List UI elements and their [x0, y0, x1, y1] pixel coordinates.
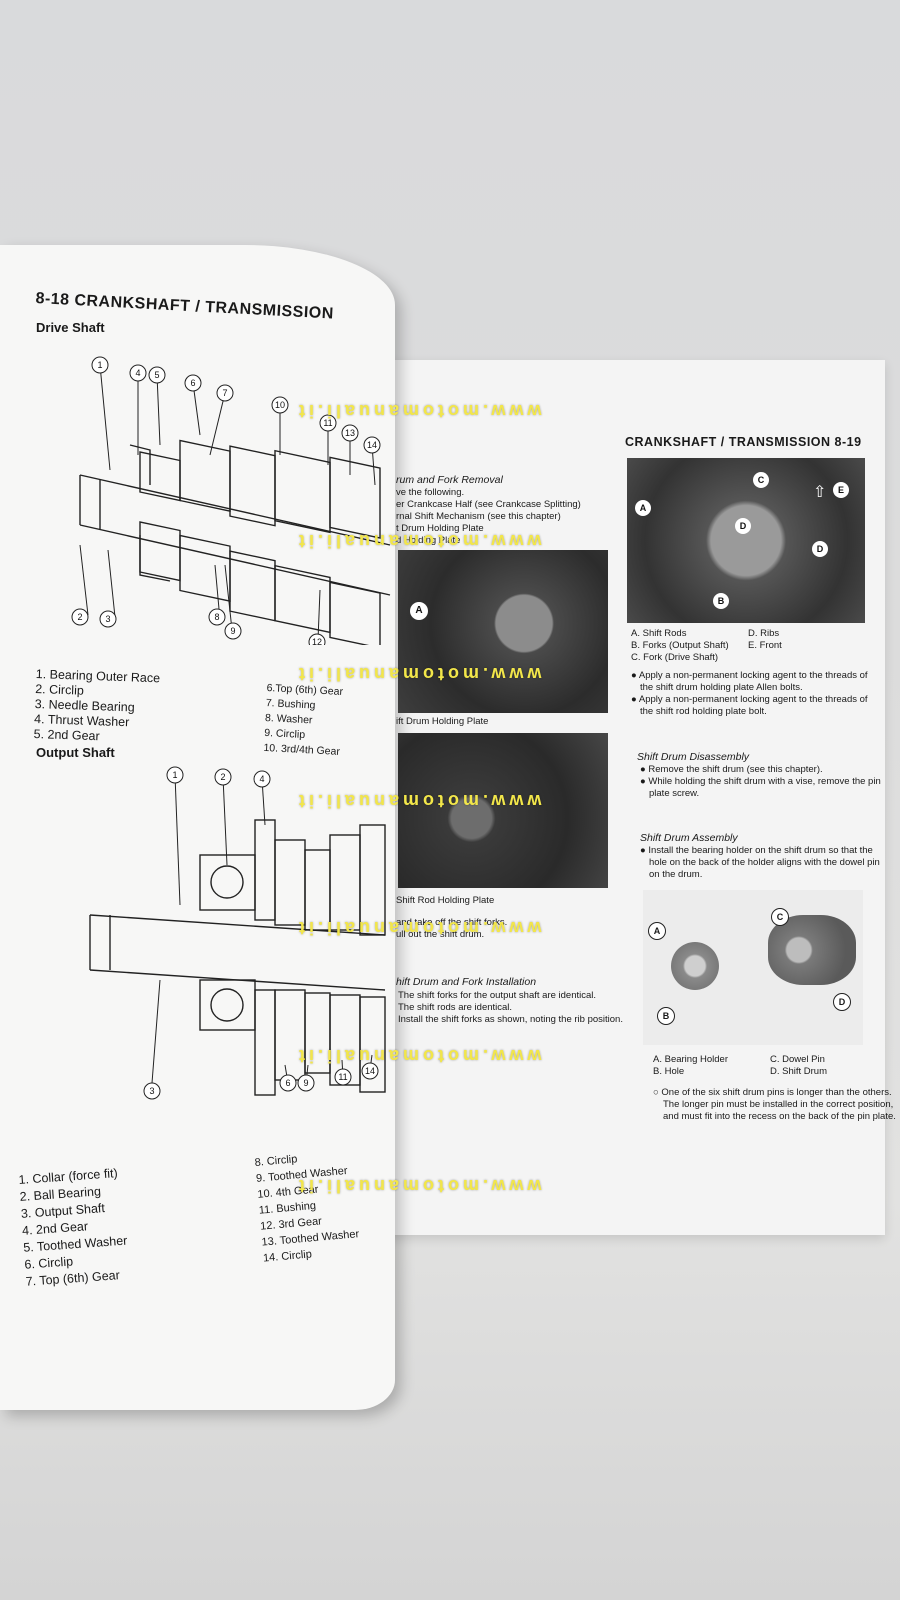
- svg-text:6: 6: [190, 378, 195, 388]
- watermark: www.motomanuali.it: [295, 531, 542, 551]
- callout-10: 10: [271, 396, 289, 414]
- callout-6: 6: [184, 374, 202, 392]
- shift-forks-photo: A C D D B ⇧ E: [627, 458, 865, 623]
- bearing-holder-part: [671, 942, 719, 990]
- shift-rod-holding-plate-photo: [398, 733, 608, 888]
- drive-shaft-title: Drive Shaft: [36, 320, 105, 335]
- svg-text:13: 13: [345, 428, 355, 438]
- installation-steps: The shift forks for the output shaft are…: [398, 990, 623, 1025]
- assembly-steps: ● Install the bearing holder on the shif…: [640, 845, 880, 880]
- photo-label-a: A: [410, 602, 428, 620]
- watermark: www.motomanuali.it: [295, 791, 542, 811]
- photo-label-a: A: [635, 500, 651, 516]
- photo-label-e: E: [833, 482, 849, 498]
- svg-text:4: 4: [259, 774, 264, 784]
- callout-9: 9: [297, 1074, 315, 1092]
- svg-text:2: 2: [220, 772, 225, 782]
- drum-label-c: C: [771, 908, 789, 926]
- svg-text:1: 1: [97, 360, 102, 370]
- callout-3: 3: [99, 610, 117, 628]
- drive-shaft-diagram: 1 4 5 6 7 10 11 13 14 2 3 8 9 12: [71, 356, 391, 645]
- callout-1: 1: [91, 356, 109, 374]
- left-manual-page: [0, 245, 395, 1410]
- callout-7: 7: [216, 384, 234, 402]
- shift-forks-legend-col2: D. Ribs E. Front: [748, 628, 782, 651]
- watermark: www.motomanuali.it: [295, 401, 542, 421]
- output-shaft-diagram: 1 2 4 3 6 9 11 14: [89, 766, 386, 1100]
- drum-legend-col2: C. Dowel Pin D. Shift Drum: [770, 1054, 828, 1077]
- drum-legend-col1: A. Bearing Holder B. Hole: [653, 1054, 728, 1077]
- svg-text:2: 2: [77, 612, 82, 622]
- disassembly-title: Shift Drum Disassembly: [637, 751, 750, 763]
- watermark: www.motomanuali.it: [295, 918, 542, 938]
- output-shaft-title: Output Shaft: [36, 745, 115, 760]
- callout-13: 13: [341, 424, 359, 442]
- svg-text:11: 11: [338, 1072, 347, 1082]
- removal-title: rum and Fork Removal: [396, 474, 503, 486]
- watermark: www.motomanuali.it: [295, 664, 542, 684]
- photo-label-d-2: D: [812, 541, 828, 557]
- disassembly-steps: ● Remove the shift drum (see this chapte…: [640, 764, 881, 799]
- removal-continued: and take off the shift forks. ull out th…: [396, 917, 508, 940]
- locking-agent-bullets: ● Apply a non-permanent locking agent to…: [631, 670, 868, 717]
- callout-12: 12: [308, 633, 326, 645]
- svg-text:14: 14: [367, 440, 377, 450]
- drive-shaft-legend-col1: 1. Bearing Outer Race 2. Circlip 3. Need…: [33, 667, 161, 744]
- photo2-caption: Shift Rod Holding Plate: [396, 895, 495, 906]
- callout-5: 5: [148, 366, 166, 384]
- callout-11: 11: [319, 414, 337, 432]
- drum-label-a: A: [648, 922, 666, 940]
- front-arrow-icon: ⇧: [813, 484, 827, 501]
- svg-text:9: 9: [303, 1078, 308, 1088]
- drum-label-b: B: [657, 1007, 675, 1025]
- watermark: www.motomanuali.it: [295, 1176, 542, 1196]
- svg-text:3: 3: [149, 1086, 154, 1096]
- photo-label-c: C: [753, 472, 769, 488]
- callout-14: 14: [361, 1062, 379, 1080]
- svg-text:4: 4: [135, 368, 140, 378]
- installation-title: hift Drum and Fork Installation: [396, 976, 537, 988]
- svg-text:5: 5: [154, 370, 159, 380]
- callout-6: 6: [279, 1074, 297, 1092]
- callout-2: 2: [71, 608, 89, 626]
- callout-9: 9: [224, 622, 242, 640]
- shift-drum-part: [768, 915, 856, 985]
- callout-2: 2: [214, 768, 232, 786]
- svg-text:9: 9: [230, 626, 235, 636]
- output-shaft-legend-col2: 8. Circlip 9. Toothed Washer 10. 4th Gea…: [254, 1153, 360, 1265]
- output-shaft-legend-col1: 1. Collar (force fit) 2. Ball Bearing 3.…: [18, 1166, 128, 1289]
- callout-11: 11: [334, 1068, 352, 1086]
- drive-shaft-legend-col2: 6.Top (6th) Gear 7. Bushing 8. Washer 9.…: [263, 681, 344, 758]
- svg-text:11: 11: [323, 418, 332, 428]
- svg-text:3: 3: [105, 614, 110, 624]
- callout-8: 8: [208, 608, 226, 626]
- svg-text:7: 7: [222, 388, 227, 398]
- callout-1: 1: [166, 766, 184, 784]
- svg-text:1: 1: [172, 770, 177, 780]
- shift-drum-photo: A B C D: [643, 890, 863, 1045]
- photo-label-d: D: [735, 518, 751, 534]
- svg-text:6: 6: [285, 1078, 290, 1088]
- svg-text:10: 10: [275, 400, 285, 410]
- svg-text:14: 14: [365, 1066, 375, 1076]
- callout-4: 4: [253, 770, 271, 788]
- shift-forks-legend-col1: A. Shift Rods B. Forks (Output Shaft) C.…: [631, 628, 729, 663]
- photo1-caption: ift Drum Holding Plate: [396, 716, 489, 727]
- svg-text:8: 8: [214, 612, 219, 622]
- assembly-title: Shift Drum Assembly: [640, 832, 738, 844]
- shift-drum-holding-plate-photo: A: [398, 550, 608, 713]
- callout-3: 3: [143, 1082, 161, 1100]
- right-page-header: CRANKSHAFT / TRANSMISSION 8-19: [625, 435, 862, 449]
- longer-pin-note: ○ One of the six shift drum pins is long…: [653, 1087, 896, 1122]
- svg-text:12: 12: [312, 637, 322, 645]
- drum-label-d: D: [833, 993, 851, 1011]
- watermark: www.motomanuali.it: [295, 1046, 542, 1066]
- callout-4: 4: [129, 364, 147, 382]
- photo-label-b: B: [713, 593, 729, 609]
- callout-14: 14: [363, 436, 381, 454]
- removal-steps: ve the following. er Crankcase Half (see…: [396, 487, 581, 546]
